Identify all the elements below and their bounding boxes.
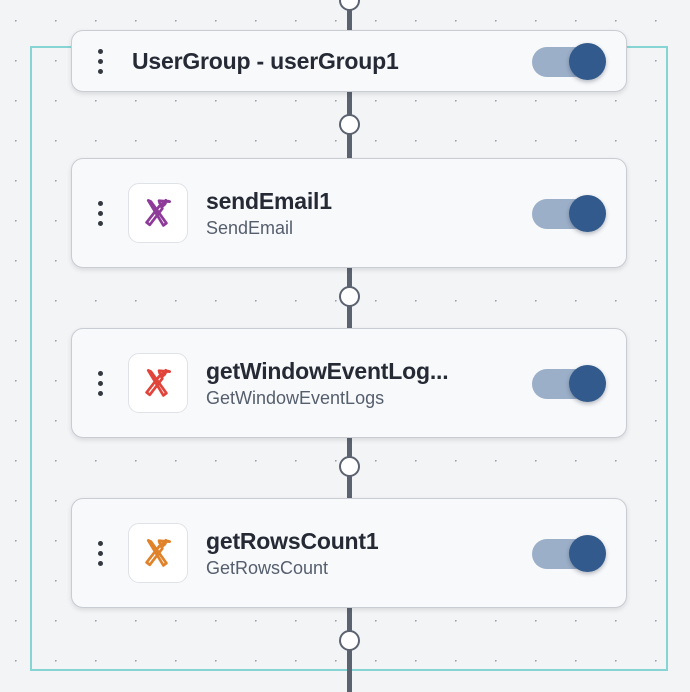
connector-node-3[interactable] [339,456,360,477]
workflow-node-getwindoweventlogs1[interactable]: getWindowEventLog... GetWindowEventLogs [71,328,627,438]
node-title: getRowsCount1 [206,527,379,554]
node-subtitle: GetRowsCount [206,557,329,578]
node-text-block: UserGroup - userGroup1 [128,48,532,75]
node-text-block: getWindowEventLog... GetWindowEventLogs [206,358,532,409]
vertical-dots-handle-icon[interactable] [72,499,128,607]
node-enable-toggle[interactable] [532,364,606,402]
node-icon-container [128,353,188,413]
workflow-node-usergroup[interactable]: UserGroup - userGroup1 [71,30,627,92]
node-enable-toggle[interactable] [532,194,606,232]
node-title: UserGroup - userGroup1 [132,47,399,74]
node-title: sendEmail1 [206,187,332,214]
connector-node-top[interactable] [339,0,360,11]
node-icon-container [128,183,188,243]
toggle-knob [569,534,606,572]
node-text-block: sendEmail1 SendEmail [206,188,532,239]
node-subtitle: SendEmail [206,217,294,238]
tools-icon [145,538,172,567]
tools-icon [145,198,172,227]
connector-node-2[interactable] [339,286,360,307]
node-icon-container [128,523,188,583]
tools-icon [145,368,172,397]
workflow-node-sendemail1[interactable]: sendEmail1 SendEmail [71,158,627,268]
node-enable-toggle[interactable] [532,534,606,572]
vertical-dots-handle-icon[interactable] [72,159,128,267]
node-text-block: getRowsCount1 GetRowsCount [206,528,532,579]
node-title: getWindowEventLog... [206,357,449,384]
toggle-knob [569,194,606,232]
toggle-knob [569,42,606,80]
toggle-knob [569,364,606,402]
node-subtitle: GetWindowEventLogs [206,387,385,408]
connector-line-top [347,0,352,32]
connector-node-1[interactable] [339,114,360,135]
connector-node-bottom[interactable] [339,630,360,651]
node-enable-toggle[interactable] [532,42,606,80]
vertical-dots-handle-icon[interactable] [72,329,128,437]
vertical-dots-handle-icon[interactable] [72,31,128,91]
workflow-node-getrowscount1[interactable]: getRowsCount1 GetRowsCount [71,498,627,608]
